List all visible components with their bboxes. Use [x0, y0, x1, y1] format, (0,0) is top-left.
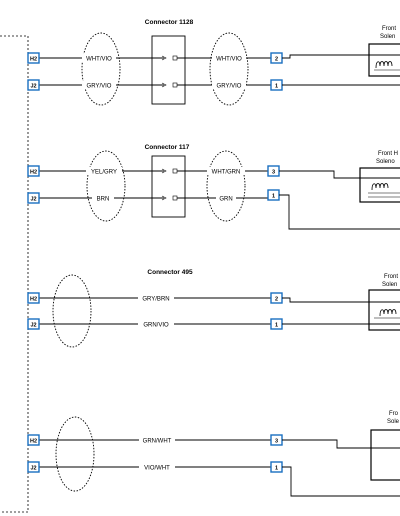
solenoid-icon: [370, 429, 400, 481]
wire-label: GRY/VIO: [87, 84, 112, 90]
pin-label: H2: [30, 439, 37, 445]
connector-495-title: Connector 495: [147, 269, 193, 276]
component-label: Fro: [389, 411, 399, 417]
pin-label: 3: [272, 170, 275, 176]
component-label: Front: [382, 26, 396, 32]
connector-1128-body: [151, 35, 186, 105]
wire: [282, 439, 400, 449]
wire-label: BRN: [97, 197, 110, 203]
component-label: Soleno: [376, 159, 395, 165]
pin-label: J2: [30, 197, 36, 203]
section-connector-495: Connector 495 GRY/BRN GRN/VIO H2 J2 2 1 …: [27, 269, 400, 348]
wire-label: VIO/WHT: [144, 466, 170, 472]
solenoid-icon: [368, 289, 400, 331]
pin-h2: [27, 434, 40, 446]
terminal-icon: [161, 168, 178, 174]
wire-label: GRN/WHT: [143, 439, 172, 445]
pin-label: 3: [275, 439, 278, 445]
pin-h2: [27, 52, 40, 64]
shield-ellipse-left: [86, 150, 126, 222]
wire-label: GRN/VIO: [143, 323, 169, 329]
pin-label: J2: [30, 323, 36, 329]
shield-ellipse: [52, 274, 92, 348]
wire-label: GRY/BRN: [142, 297, 169, 303]
wire-label: WHT/VIO: [216, 57, 242, 63]
wire-label: YEL/GRY: [91, 170, 117, 176]
terminal-icon: [161, 195, 178, 201]
pin-label: 2: [275, 57, 278, 63]
pin-j2: [27, 318, 40, 330]
pin-label: 1: [275, 466, 278, 472]
pin-j2: [27, 192, 40, 204]
section-connector-117: Connector 117 YEL/GRY BRN WHT/GRN GRN H2…: [27, 144, 400, 230]
pin-label: 1: [275, 323, 278, 329]
connector-117-body: [151, 155, 186, 218]
solenoid-icon: [359, 167, 400, 203]
shield-ellipse-left: [81, 32, 121, 106]
wire-label: WHT/GRN: [212, 170, 241, 176]
solenoid-icon: [368, 43, 400, 77]
pin-j2: [27, 461, 40, 473]
shield-ellipse: [55, 416, 95, 492]
shield-ellipse-right: [206, 150, 246, 222]
pin-label: H2: [30, 170, 37, 176]
pin-h2: [27, 165, 40, 177]
connector-1128-title: Connector 1128: [145, 19, 194, 26]
connector-117-title: Connector 117: [145, 144, 190, 151]
wire: [282, 297, 400, 303]
wire-label: WHT/VIO: [86, 57, 112, 63]
component-label: Front: [384, 274, 398, 280]
pin-label: J2: [30, 84, 36, 90]
pin-h2: [27, 292, 40, 304]
wire: [282, 466, 400, 497]
component-label: Solen: [380, 34, 395, 40]
pin-label: 1: [275, 84, 278, 90]
pin-label: H2: [30, 297, 37, 303]
component-label: Sole: [387, 419, 400, 425]
wire: [279, 194, 400, 230]
pin-j2: [27, 79, 40, 91]
section-4: GRN/WHT VIO/WHT H2 J2 3 1 Fro Sole: [27, 411, 400, 497]
wire: [279, 170, 400, 179]
pin-label: H2: [30, 57, 37, 63]
terminal-icon: [161, 55, 178, 61]
wire-label: GRN: [219, 197, 232, 203]
component-label: Front H: [378, 151, 398, 157]
component-label: Solen: [382, 282, 397, 288]
terminal-icon: [161, 82, 178, 88]
control-module-outline: [0, 35, 29, 513]
pin-label: 2: [275, 297, 278, 303]
wire-label: GRY/VIO: [217, 84, 242, 90]
pin-label: 1: [272, 194, 275, 200]
pin-label: J2: [30, 466, 36, 472]
shield-ellipse-right: [209, 32, 249, 106]
wire: [282, 54, 400, 59]
section-connector-1128: Connector 1128 WHT/VIO GRY/VIO WHT/VIO G…: [27, 19, 400, 106]
